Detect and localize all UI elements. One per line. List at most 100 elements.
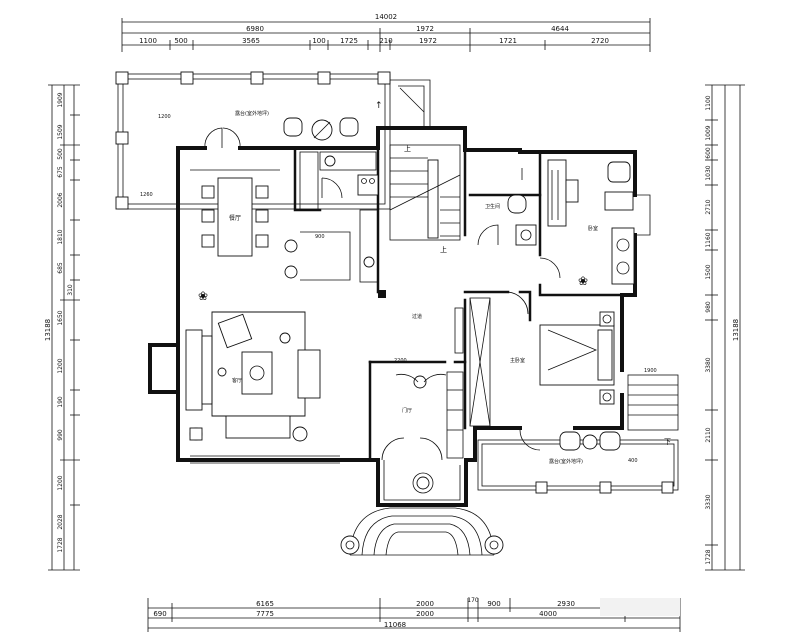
- column-marker: [378, 290, 386, 298]
- bottom-dim-1a: 6165: [256, 600, 274, 608]
- bottom-dim-1b: 2000: [416, 600, 434, 608]
- bed2-label: 主卧室: [510, 357, 525, 364]
- nightstand: [599, 311, 615, 327]
- bottom-total-dim: 11068: [384, 621, 406, 629]
- right-dim-k: 3330: [705, 494, 712, 509]
- top-dim-3c: 3565: [242, 37, 260, 45]
- top-total-dim: 14002: [375, 13, 397, 21]
- stair-area: 上 上: [389, 144, 461, 254]
- right-dim-b: 1009: [705, 125, 712, 140]
- sink-icon: [324, 155, 336, 167]
- hall-area: 过道 2200 门厅: [381, 297, 491, 461]
- sofa-bottom: [225, 415, 291, 439]
- left-total-dim: 13188: [44, 319, 52, 341]
- left-dim-h: 310: [67, 284, 74, 296]
- left-dim-m: 1200: [57, 475, 64, 490]
- entry-porch: [340, 472, 504, 556]
- sofa-bed: [611, 227, 635, 285]
- right-dim-i: 3380: [705, 357, 712, 372]
- tv-cabinet: [297, 349, 321, 399]
- left-dim-c: 500: [57, 148, 64, 160]
- terrace-dim-a: 1200: [158, 114, 171, 120]
- dining-table: [217, 177, 253, 257]
- top-terrace: 露台(室外地坪) 1200 1260 ↑: [115, 71, 431, 210]
- bed1-label: 卧室: [588, 225, 598, 232]
- basin-icon: [515, 224, 537, 246]
- top-dim-3e: 1725: [340, 37, 358, 45]
- top-dim-3a: 1100: [139, 37, 157, 45]
- bottom-dim-2b: 7775: [256, 610, 274, 618]
- lounge-chair-icon: [217, 313, 253, 349]
- left-dim-d: 675: [57, 166, 64, 178]
- plant-icon: ❀: [578, 274, 588, 288]
- terrace-dim-b: 1260: [140, 192, 153, 198]
- right-dim-d: 1030: [705, 165, 712, 180]
- top-dim-3d: 100: [312, 37, 325, 45]
- right-dim-a: 1100: [705, 95, 712, 110]
- right-total-dim: 13188: [732, 319, 740, 341]
- right-dim-l: 1728: [705, 549, 712, 564]
- right-dim-e: 2710: [705, 199, 712, 214]
- armchair-icon: [283, 117, 303, 137]
- bottom-dim-1d: 2930: [557, 600, 575, 608]
- bar-stool: [284, 265, 298, 279]
- armchair-icon: [559, 431, 581, 451]
- nightstand: [599, 389, 615, 405]
- dining-area: 餐厅 900: [190, 169, 351, 281]
- left-dim-l: 990: [57, 429, 64, 441]
- bottom-terrace: 露台(室外地坪) 400: [477, 431, 679, 494]
- top-dimensions: 14002 6980 1972 4644 1100 500 3565 100 1…: [121, 13, 651, 52]
- bath-label: 卫生间: [485, 203, 500, 210]
- left-dim-k: 190: [57, 396, 64, 408]
- terrace-chairs: [204, 117, 359, 149]
- top-dim-3i: 2720: [591, 37, 609, 45]
- coffee-table: [241, 351, 273, 395]
- left-dim-e: 2006: [57, 192, 64, 207]
- round-table-icon: [413, 375, 427, 389]
- top-dim-3b: 500: [174, 37, 187, 45]
- sofa-left: [185, 329, 203, 411]
- hall-label: 过道: [412, 313, 422, 320]
- bottom-dim-2e: 4000: [539, 610, 557, 618]
- armchair-icon: [607, 161, 631, 183]
- left-dim-g: 685: [57, 262, 64, 274]
- right-dimensions: 13188 1100 1009 600 1030 2710 1160 1500 …: [705, 84, 745, 571]
- top-dim-2b: 1972: [416, 25, 434, 33]
- right-dim-j: 2110: [705, 427, 712, 442]
- top-dim-2c: 4644: [551, 25, 569, 33]
- left-dimensions: 13188 1909 1509 500 675 2006 1810 685 31…: [44, 84, 80, 571]
- living-window: [189, 427, 340, 464]
- stair-down-label: 下: [664, 438, 671, 446]
- bottom-dim-1c: 900: [487, 600, 500, 608]
- right-dim-c: 600: [705, 147, 712, 159]
- armchair-icon: [599, 431, 621, 451]
- desk: [547, 159, 567, 227]
- living-label: 客厅: [232, 377, 242, 384]
- left-dim-n: 2028: [57, 514, 64, 529]
- top-terrace-label: 露台(室外地坪): [235, 110, 269, 117]
- right-dim-g: 1500: [705, 264, 712, 279]
- entry-sculpture: [416, 476, 430, 490]
- left-dim-o: 1728: [57, 537, 64, 552]
- master-bedroom: 主卧室: [505, 291, 615, 451]
- stair-up-label-2: 上: [440, 245, 447, 254]
- bottom-terrace-label: 露台(室外地坪): [549, 458, 583, 465]
- terrace-arrow-label: ↑: [375, 101, 383, 111]
- left-dim-j: 1200: [57, 358, 64, 373]
- dining-label: 餐厅: [229, 214, 241, 222]
- plant-icon: ❀: [198, 289, 208, 303]
- toilet-icon: [507, 194, 527, 214]
- bottom-terrace-dim: 400: [628, 458, 638, 464]
- watermark-box: [600, 598, 680, 616]
- kitchen-area: [299, 151, 379, 283]
- bottom-dim-2d: 170: [467, 597, 479, 604]
- bottom-dim-2a: 690: [153, 610, 166, 618]
- top-dim-2a: 6980: [246, 25, 264, 33]
- bathroom-area: 卫生间: [477, 168, 537, 246]
- top-dim-3f: 210: [379, 37, 392, 45]
- right-stair-dim: 1900: [644, 368, 657, 374]
- bottom-dim-2c: 2000: [416, 610, 434, 618]
- bar-stool: [284, 239, 298, 253]
- left-dim-f: 1810: [57, 229, 64, 244]
- left-dim-i: 1650: [57, 310, 64, 325]
